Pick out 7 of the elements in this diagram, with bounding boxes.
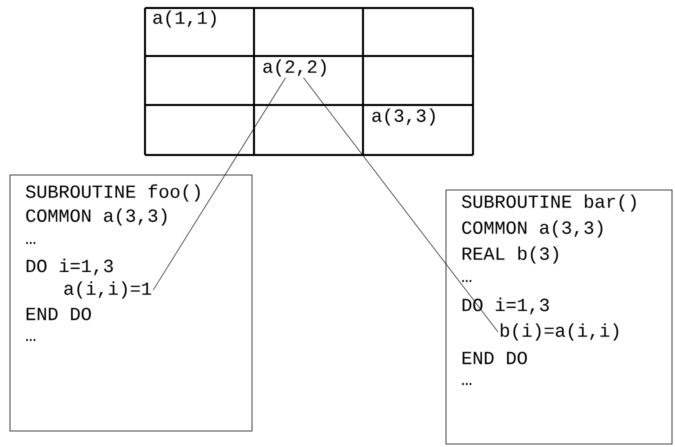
table-cell-label: a(3,3)	[372, 108, 435, 126]
code-line: b(i)=a(i,i)	[500, 323, 618, 341]
code-line: a(i,i)=1	[64, 281, 152, 299]
connector-line	[152, 78, 286, 290]
connector-line	[303, 78, 498, 332]
table-cell-label: a(2,2)	[263, 59, 326, 77]
table-cell-label: a(1,1)	[153, 10, 216, 28]
